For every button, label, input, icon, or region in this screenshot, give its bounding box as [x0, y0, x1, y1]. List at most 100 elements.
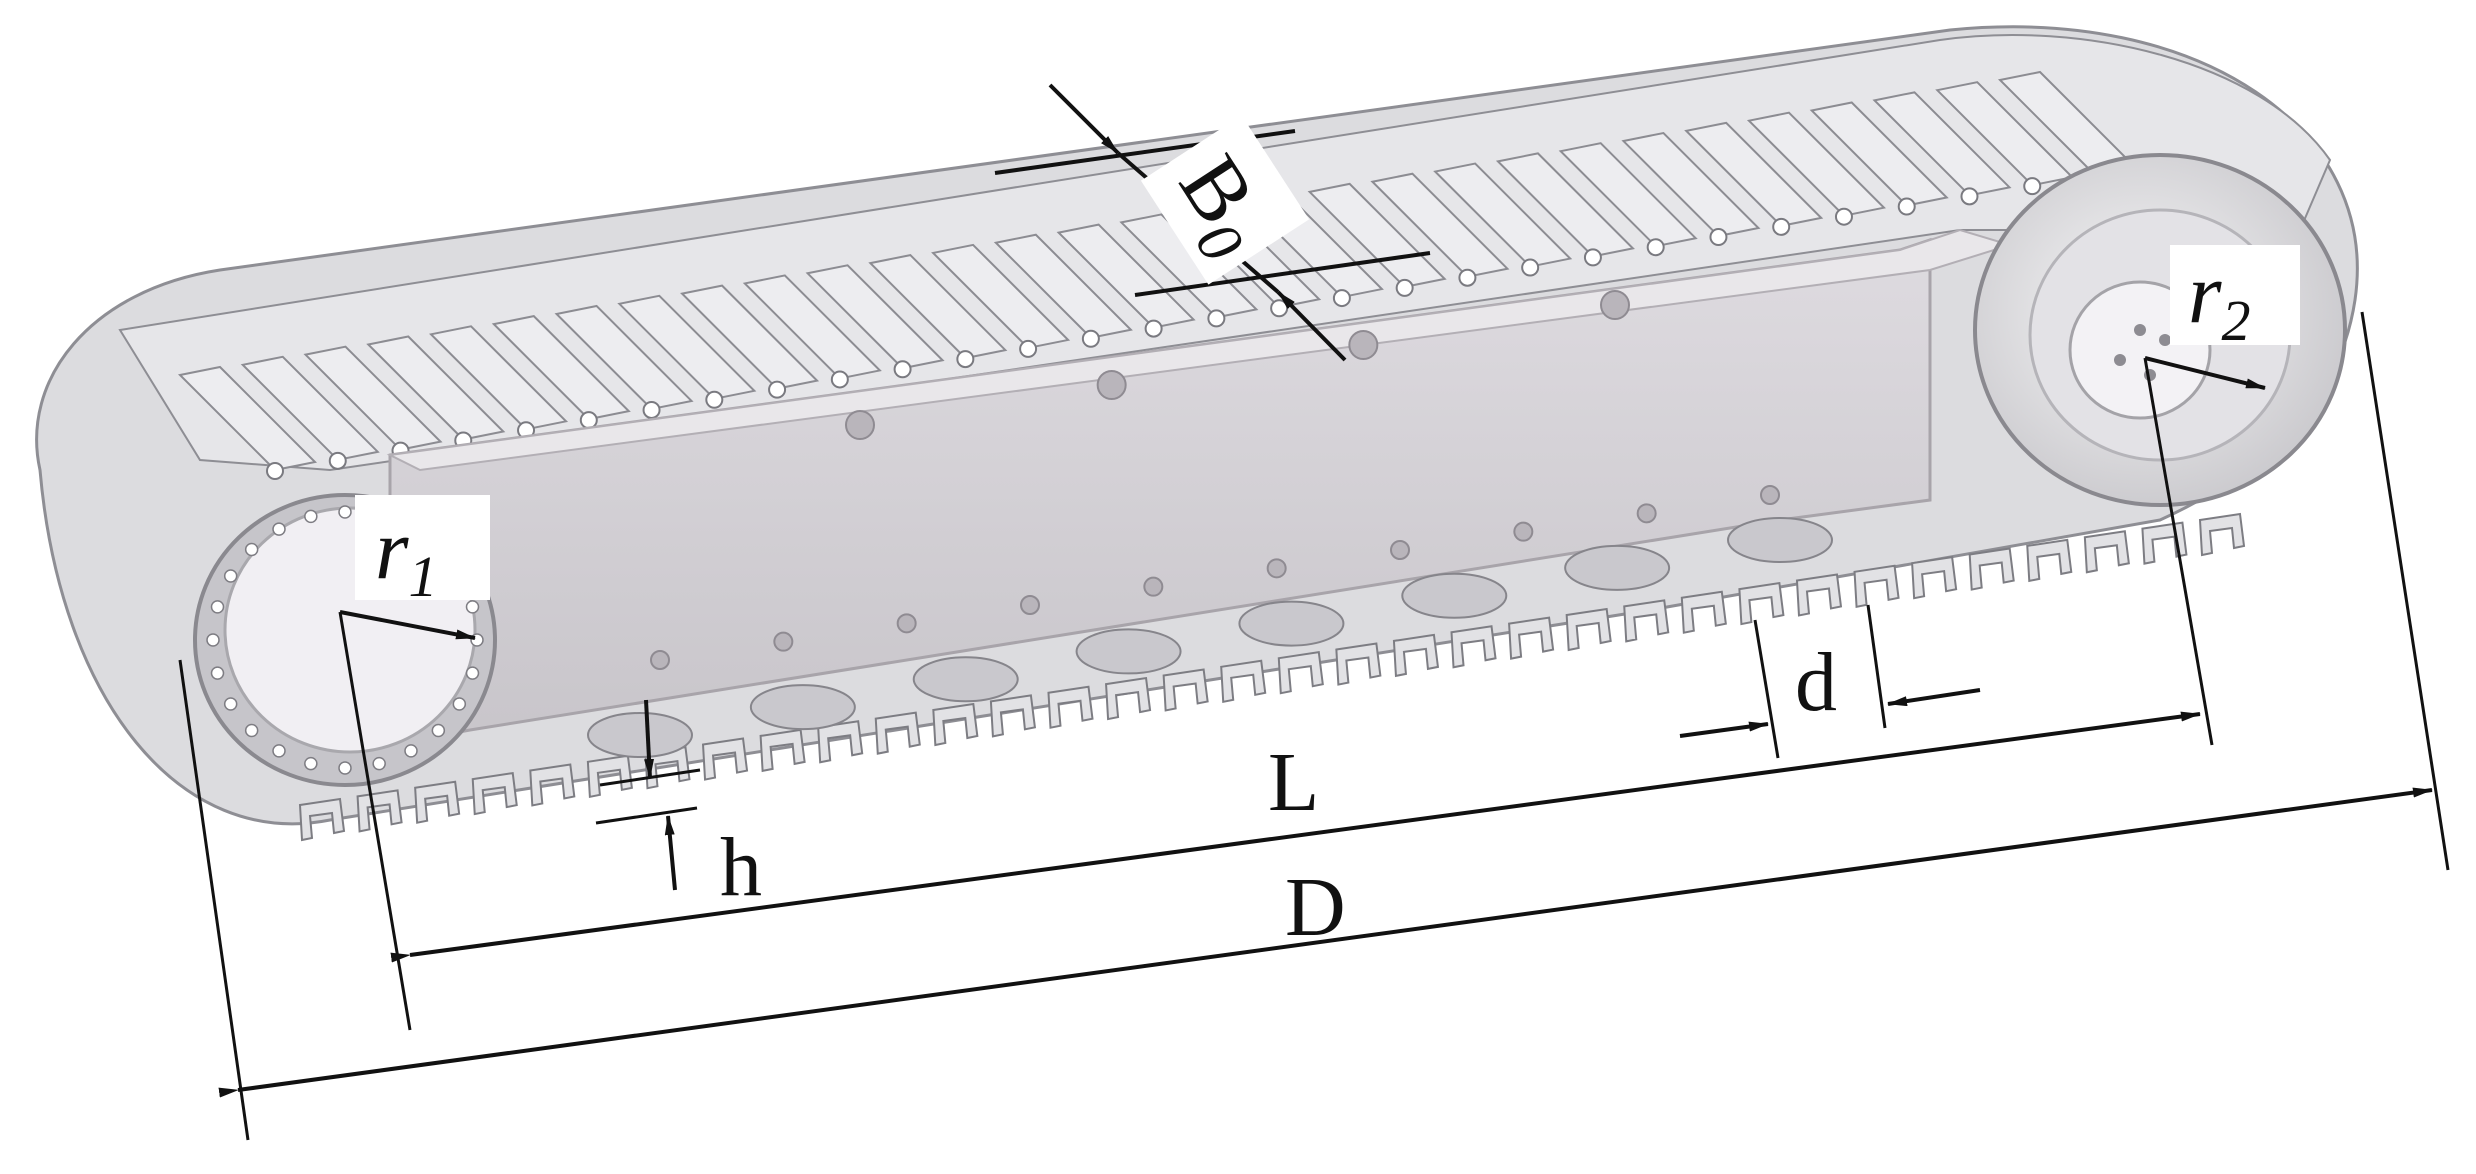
tread-pin	[1270, 299, 1289, 318]
label-h: h	[720, 821, 762, 914]
track-grouser	[2083, 530, 2130, 574]
tread-plate	[240, 355, 380, 461]
tread-pin	[893, 360, 912, 379]
frame-bolt-hole	[1513, 521, 1534, 542]
tread-plate	[868, 254, 1008, 360]
tread-plate	[491, 315, 631, 421]
svg-text:r2: r2	[2188, 245, 2250, 353]
label-pitch: d	[1795, 636, 1837, 729]
track-assembly	[35, 25, 2359, 842]
tread-plate	[1433, 162, 1573, 268]
track-grouser	[1565, 607, 1612, 652]
road-wheel	[1727, 517, 1833, 563]
frame-bolt-hole	[1390, 540, 1410, 560]
tread-pin	[768, 380, 787, 399]
tread-pin	[1144, 319, 1163, 338]
tread-pin	[642, 400, 661, 419]
tread-pin	[1081, 329, 1100, 348]
tread-pin	[1395, 278, 1414, 297]
idler-bolt-hole	[304, 509, 318, 524]
label-r2: r2	[2170, 245, 2300, 353]
tread-pin	[1332, 289, 1351, 308]
track-grouser	[1911, 556, 1958, 600]
dim-b0	[994, 83, 1431, 362]
idler-bolt-hole	[244, 723, 259, 738]
frame-bolt-hole	[1096, 370, 1127, 400]
tread-pin	[1019, 339, 1038, 358]
tread-plate	[1558, 142, 1698, 248]
track-grouser	[701, 737, 749, 781]
road-wheel	[912, 656, 1019, 703]
tread-plate	[366, 335, 506, 441]
tread-plate	[1370, 172, 1510, 278]
idler-bolt-hole	[223, 697, 238, 711]
idler-bolt-hole	[338, 761, 352, 775]
frame-bolt-hole	[1636, 503, 1657, 524]
frame-bolt-holes	[650, 290, 1780, 670]
idler-bolt-hole	[338, 505, 352, 519]
road-wheel	[587, 712, 693, 758]
tread-pin	[266, 462, 284, 480]
tread-plate	[1495, 152, 1635, 258]
track-grouser	[1795, 573, 1843, 617]
frame-bolt-hole	[1143, 576, 1164, 597]
road-wheel	[1564, 544, 1671, 591]
tread-plate	[680, 284, 820, 390]
tread-pin	[1458, 268, 1477, 287]
label-r1-sub: 1	[408, 544, 437, 609]
track-grouser	[1680, 590, 1727, 634]
idler-bolt-hole	[465, 666, 480, 680]
tread-plate	[303, 345, 443, 451]
frame-bolt-hole	[1020, 595, 1040, 615]
track-grouser	[1508, 616, 1555, 660]
tread-pin	[1834, 207, 1853, 226]
tread-plate	[1872, 91, 2012, 197]
track-grouser	[1738, 581, 1785, 626]
track-grouser	[1335, 642, 1382, 686]
road-wheel	[1238, 600, 1345, 647]
track-grouser	[874, 711, 921, 755]
top-tread-plates	[177, 70, 2138, 480]
dimension-annotations	[178, 83, 2450, 1141]
dim-h	[595, 699, 701, 891]
track-grouser	[1853, 564, 1900, 609]
tread-pin	[1207, 309, 1226, 328]
road-wheel	[1075, 628, 1182, 675]
frame-bolt-hole	[1760, 485, 1780, 505]
tread-pin	[1960, 187, 1979, 206]
label-r1-main: r	[375, 501, 409, 597]
label-r2-sub: 2	[2221, 288, 2250, 353]
tread-pin	[2023, 177, 2042, 196]
tread-plate	[1056, 223, 1196, 329]
tread-pin	[1521, 258, 1540, 277]
track-grouser	[2198, 512, 2246, 557]
track-grouser	[1047, 685, 1094, 729]
label-r1: r1	[355, 495, 490, 609]
tread-plate	[993, 233, 1133, 339]
label-r2-main: r	[2188, 245, 2222, 341]
dim-r2	[2143, 356, 2266, 746]
track-grouser	[2026, 538, 2073, 583]
tread-plate	[177, 365, 318, 472]
track-grouser	[1105, 676, 1152, 721]
track-grouser	[1162, 668, 1209, 712]
road-wheel	[1401, 572, 1508, 619]
idler-bolt-hole	[272, 522, 286, 536]
tread-pin	[1646, 238, 1665, 257]
frame-bolt-hole	[650, 650, 670, 670]
dim-d-line	[218, 787, 2433, 1098]
idler-bolt-hole	[210, 600, 225, 614]
track-grouser	[1392, 633, 1440, 678]
frame-bolt-hole	[773, 631, 794, 652]
track-grouser	[759, 728, 806, 773]
idler-bolt-hole	[404, 744, 418, 758]
idler-bolt-hole	[465, 600, 480, 614]
idler-bolt-hole	[431, 723, 446, 738]
tread-plate	[429, 325, 569, 431]
idler-bolt-hole	[452, 697, 467, 711]
frame-bolt-hole	[845, 410, 875, 440]
idler-bolt-hole	[272, 744, 286, 758]
tread-pin	[1583, 248, 1602, 267]
idler-bolt-hole	[206, 633, 220, 647]
frame-bolt-hole	[1266, 558, 1287, 579]
